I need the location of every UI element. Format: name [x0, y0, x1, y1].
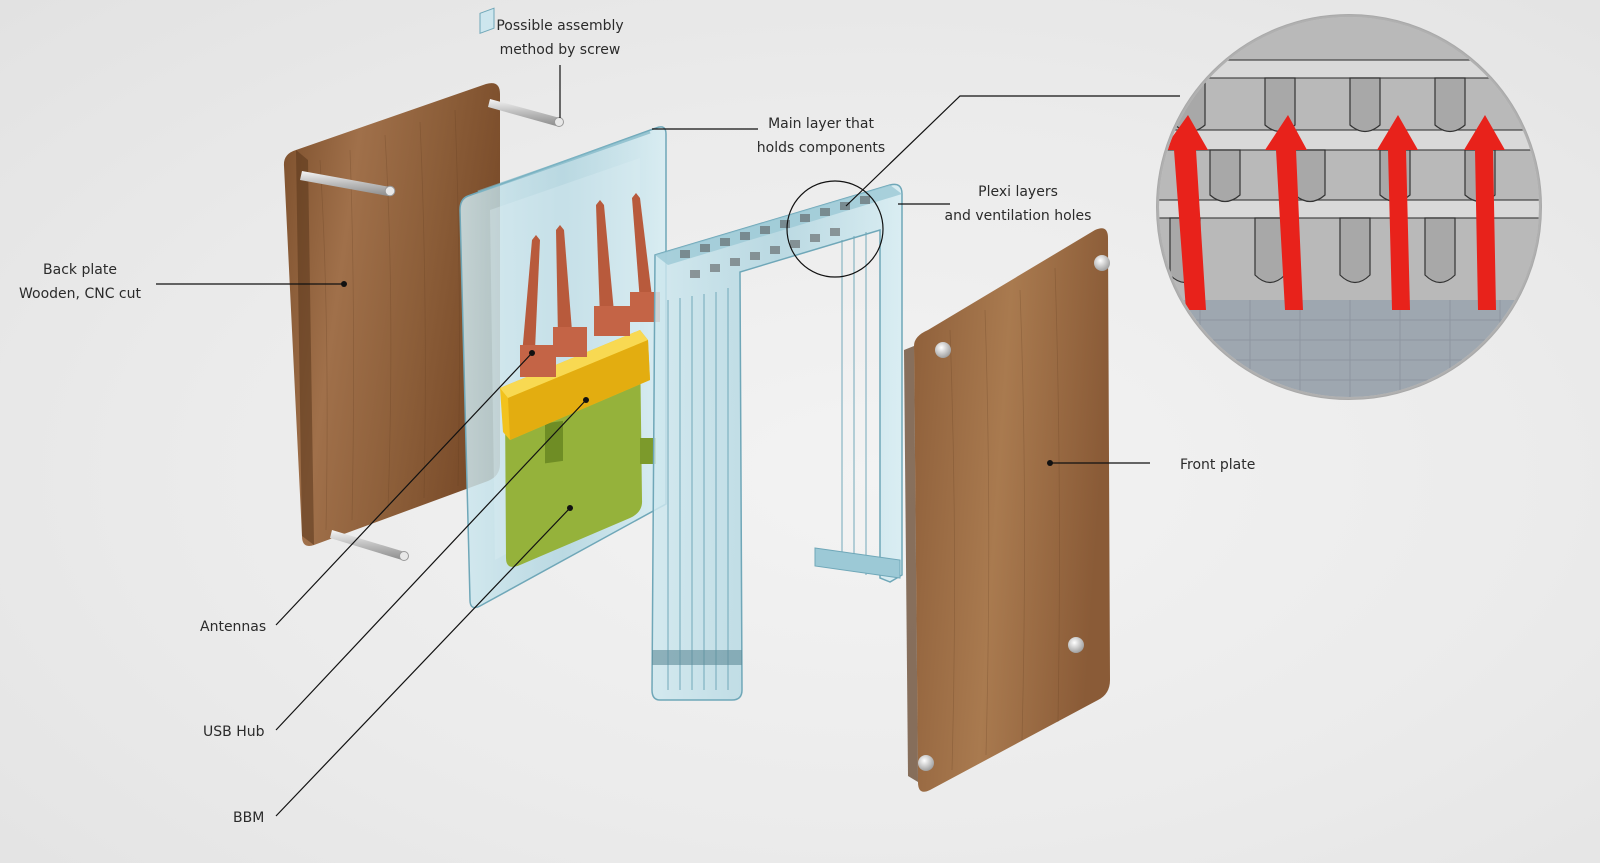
leader-dots — [341, 281, 1053, 511]
bolt-icon — [918, 755, 934, 771]
bolt-icon — [935, 342, 951, 358]
label-antennas: Antennas — [200, 619, 267, 635]
airflow-arrow-icon — [1163, 115, 1505, 310]
usb-hub — [500, 330, 650, 440]
label-front-plate: Front plate — [1180, 457, 1256, 473]
label-usb-hub: USB Hub — [203, 724, 265, 740]
ventilation-detail-view — [1156, 14, 1542, 400]
leader-lines — [156, 65, 1180, 817]
label-bbm: BBM — [233, 810, 265, 826]
plexi-layers — [651, 183, 903, 701]
back-plate — [283, 83, 500, 546]
front-plate — [904, 228, 1110, 792]
antennas — [520, 193, 660, 377]
screw-icon — [300, 99, 564, 561]
bolt-icon — [1094, 255, 1110, 271]
bolt-icon — [1068, 637, 1084, 653]
detail-indicator — [786, 180, 884, 278]
